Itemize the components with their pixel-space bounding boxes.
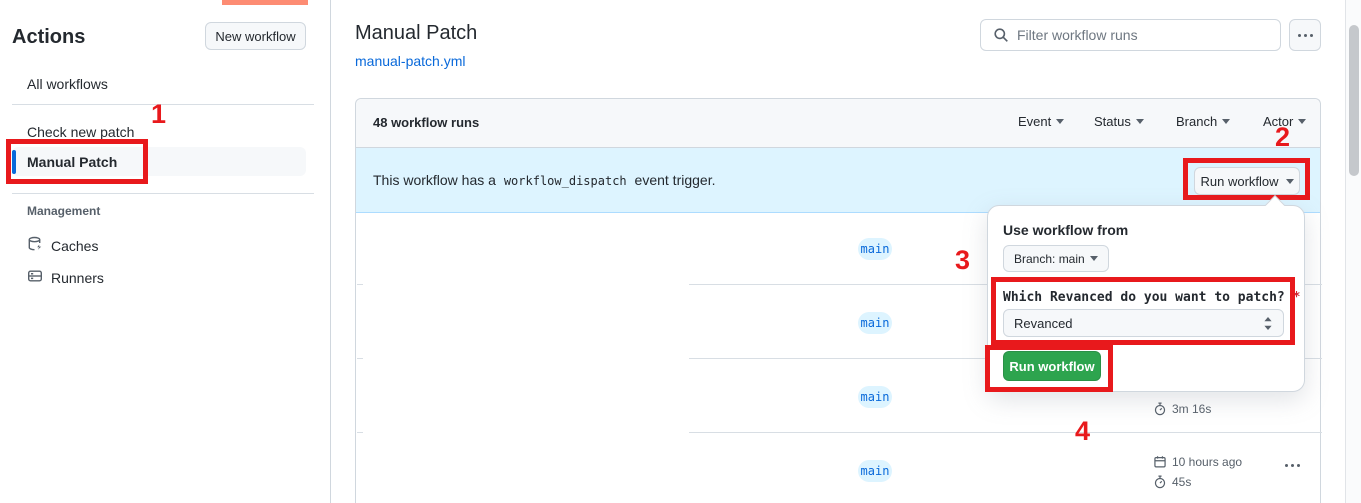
run-workflow-dropdown-label: Run workflow bbox=[1200, 173, 1279, 189]
required-asterisk: * bbox=[1292, 290, 1301, 305]
runs-count: 48 workflow runs bbox=[373, 115, 480, 130]
workflow-options-kebab-button[interactable] bbox=[1289, 19, 1321, 51]
filter-branch[interactable]: Branch bbox=[1176, 114, 1231, 129]
sidebar-item-manual-patch[interactable]: Manual Patch bbox=[12, 147, 306, 176]
new-workflow-button[interactable]: New workflow bbox=[205, 22, 306, 50]
sidebar-item-all-workflows[interactable]: All workflows bbox=[27, 76, 108, 92]
filter-actor-label: Actor bbox=[1263, 114, 1294, 129]
chevron-down-icon bbox=[1056, 119, 1065, 124]
sidebar-divider bbox=[12, 104, 314, 105]
run-duration-label: 45s bbox=[1172, 475, 1192, 489]
branch-badge[interactable]: main bbox=[858, 460, 892, 482]
runners-icon bbox=[27, 268, 43, 287]
up-down-arrows-icon bbox=[1263, 316, 1273, 330]
filter-branch-label: Branch bbox=[1176, 114, 1218, 129]
chevron-down-icon bbox=[1135, 119, 1144, 124]
revanced-select-value: Revanced bbox=[1014, 315, 1073, 331]
page-title: Manual Patch bbox=[355, 22, 478, 44]
revanced-select[interactable]: Revanced bbox=[1003, 309, 1284, 337]
branch-badge[interactable]: main bbox=[858, 386, 892, 408]
sidebar-divider-vertical bbox=[330, 0, 331, 503]
kebab-icon bbox=[1297, 33, 1313, 37]
filter-runs-input[interactable] bbox=[1017, 27, 1268, 43]
row-separator-stub bbox=[357, 358, 363, 359]
chevron-down-icon bbox=[1298, 119, 1307, 124]
run-workflow-dropdown-button[interactable]: Run workflow bbox=[1194, 167, 1300, 195]
sidebar-item-caches-label: Caches bbox=[51, 237, 99, 254]
run-duration-label: 3m 16s bbox=[1172, 402, 1212, 416]
run-workflow-submit-button[interactable]: Run workflow bbox=[1003, 351, 1101, 381]
run-date: 10 hours ago bbox=[1153, 455, 1242, 469]
actions-tab-underline bbox=[222, 0, 308, 5]
run-workflow-dialog: Use workflow from Branch: main Which Rev… bbox=[987, 195, 1305, 392]
sidebar-item-runners-label: Runners bbox=[51, 269, 104, 286]
stopwatch-icon bbox=[1153, 402, 1167, 416]
calendar-icon bbox=[1153, 455, 1167, 469]
filter-event[interactable]: Event bbox=[1018, 114, 1065, 129]
filter-runs-searchbox[interactable] bbox=[980, 19, 1281, 51]
management-section-label: Management bbox=[27, 204, 101, 218]
row-separator-stub bbox=[357, 284, 363, 285]
banner-text-before: This workflow has a bbox=[373, 172, 496, 188]
scrollbar-thumb[interactable] bbox=[1349, 25, 1359, 176]
dialog-input-label-text: Which Revanced do you want to patch? bbox=[1003, 290, 1285, 305]
chevron-down-icon bbox=[1285, 178, 1294, 184]
branch-badge[interactable]: main bbox=[858, 312, 892, 334]
sidebar-title: Actions bbox=[12, 26, 86, 48]
sidebar-divider bbox=[12, 193, 314, 194]
banner-text-after: event trigger. bbox=[634, 172, 716, 188]
dialog-heading: Use workflow from bbox=[1003, 222, 1129, 238]
run-row-kebab-button[interactable] bbox=[1280, 457, 1304, 473]
workflow-file-link[interactable]: manual-patch.yml bbox=[355, 53, 466, 69]
run-date-label: 10 hours ago bbox=[1172, 455, 1243, 469]
page-scrollbar[interactable] bbox=[1345, 0, 1361, 503]
filter-status-label: Status bbox=[1094, 114, 1131, 129]
sidebar-item-caches[interactable]: Caches bbox=[27, 236, 98, 255]
sidebar-item-manual-patch-label: Manual Patch bbox=[27, 154, 118, 170]
branch-selector-label: Branch: main bbox=[1014, 251, 1085, 266]
sidebar-item-runners[interactable]: Runners bbox=[27, 268, 104, 287]
sidebar-item-check-new-patch[interactable]: Check new patch bbox=[27, 124, 135, 140]
branch-badge[interactable]: main bbox=[858, 238, 892, 260]
run-duration: 45s bbox=[1153, 475, 1191, 489]
row-separator bbox=[689, 432, 1322, 433]
stopwatch-icon bbox=[1153, 475, 1167, 489]
banner-text: This workflow has a workflow_dispatch ev… bbox=[373, 172, 715, 188]
filter-actor[interactable]: Actor bbox=[1263, 114, 1307, 129]
runs-table-header: 48 workflow runs Event Status Branch Act… bbox=[356, 99, 1320, 148]
filter-status[interactable]: Status bbox=[1094, 114, 1144, 129]
row-separator-stub bbox=[357, 432, 363, 433]
kebab-icon bbox=[1284, 463, 1300, 467]
cache-database-icon bbox=[27, 236, 43, 255]
chevron-down-icon bbox=[1090, 256, 1098, 261]
dialog-input-label: Which Revanced do you want to patch? * bbox=[1003, 290, 1300, 305]
selected-accent-bar bbox=[12, 150, 16, 174]
filter-event-label: Event bbox=[1018, 114, 1052, 129]
chevron-down-icon bbox=[1222, 119, 1231, 124]
search-icon bbox=[993, 27, 1009, 43]
annotation-number-1: 1 bbox=[151, 99, 167, 129]
branch-selector-button[interactable]: Branch: main bbox=[1003, 245, 1109, 272]
run-duration: 3m 16s bbox=[1153, 402, 1211, 416]
banner-code: workflow_dispatch bbox=[503, 174, 627, 188]
workflow-dispatch-banner: This workflow has a workflow_dispatch ev… bbox=[356, 148, 1320, 213]
